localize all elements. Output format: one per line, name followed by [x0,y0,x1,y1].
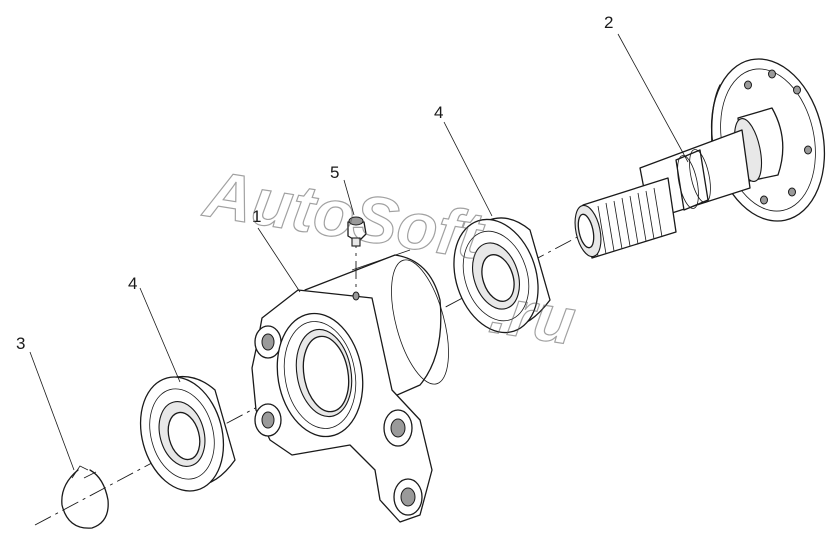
callout-4-left: 4 [128,274,137,293]
callout-2: 2 [604,13,613,32]
watermark-line1: AutoSoft [198,156,490,273]
callout-4-right: 4 [434,103,443,122]
part-2-flanged-shaft [574,58,826,259]
callout-1: 1 [252,207,261,226]
leader-lines [29,33,689,471]
part-3-snap-ring [61,465,109,529]
grease-port-hole [352,291,360,301]
part-5-grease-fitting [347,216,367,292]
callout-5: 5 [330,163,339,182]
part-4-bearing-right [453,217,551,334]
watermark-line2: .ru [485,272,580,358]
callout-3: 3 [16,334,25,353]
part-4-bearing-left [139,375,236,492]
part-1-housing [251,249,449,523]
